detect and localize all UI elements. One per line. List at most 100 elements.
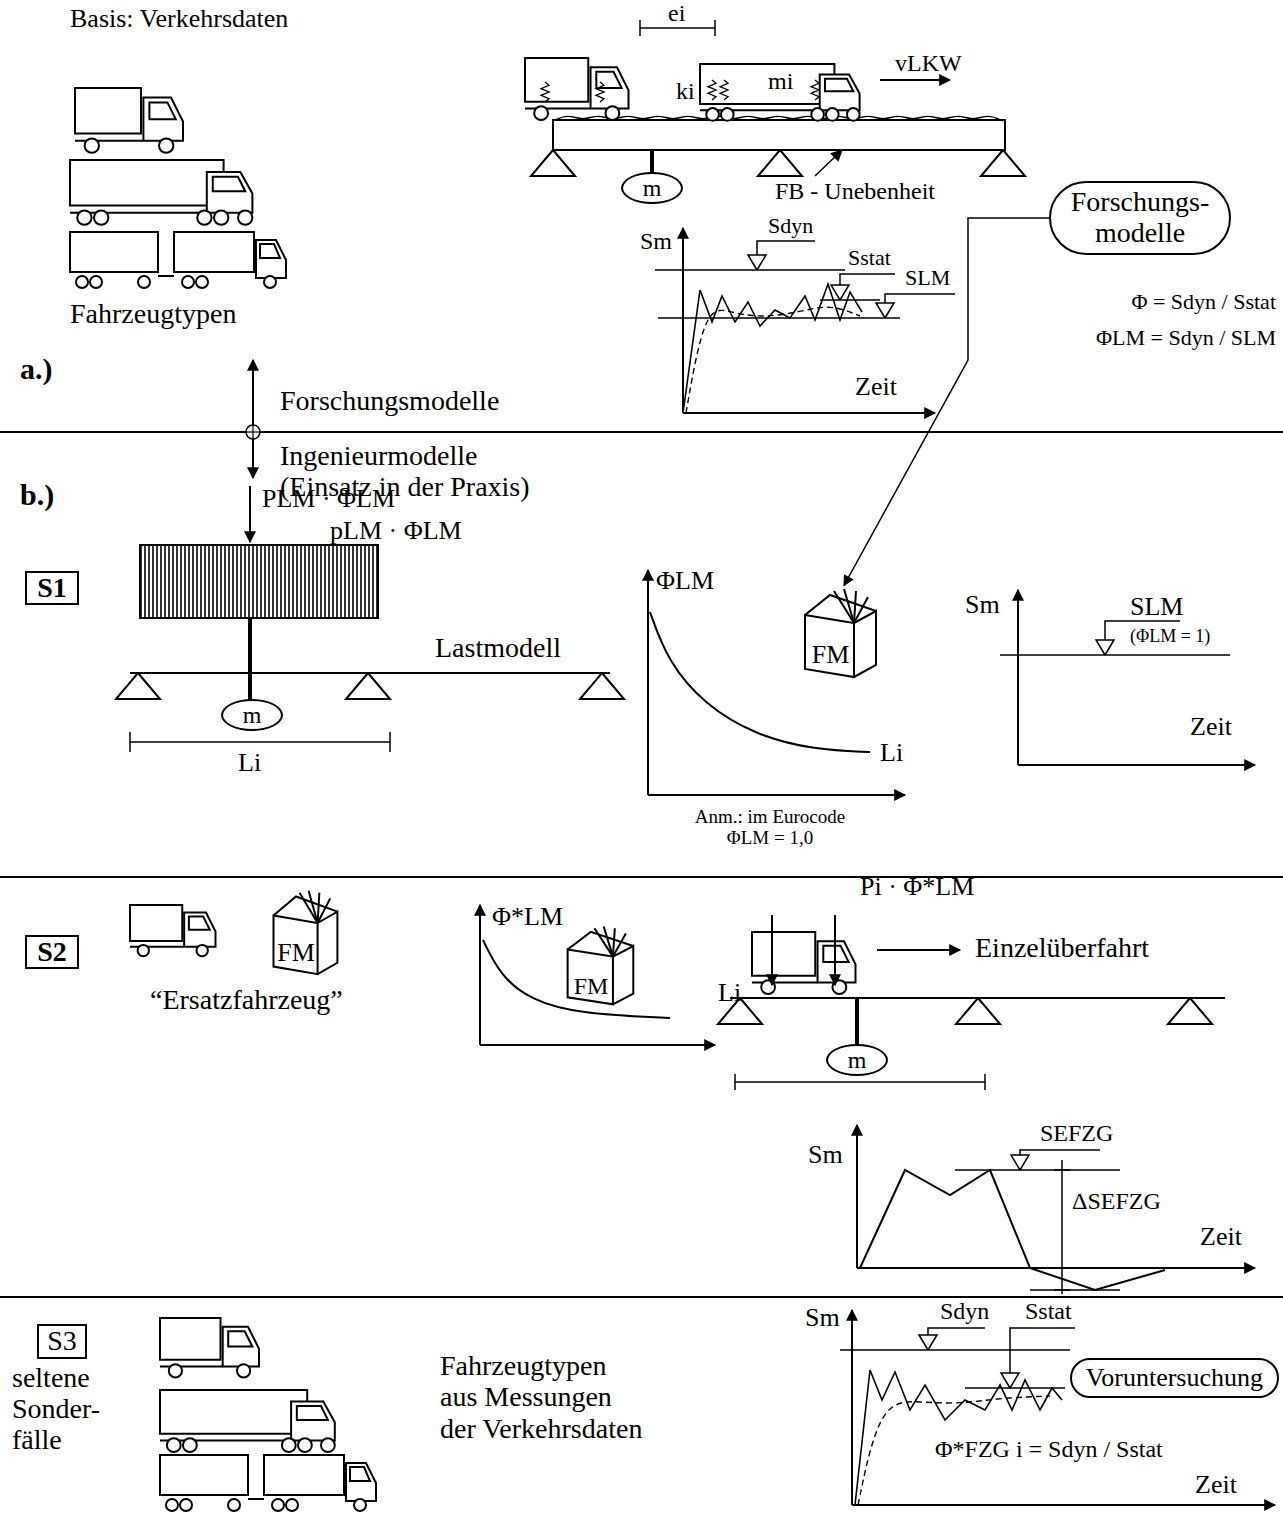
book-line	[300, 893, 318, 923]
axis	[683, 412, 935, 414]
crosshair	[252, 425, 253, 439]
label-text: Φ = Sdyn / Sstat	[1131, 290, 1276, 315]
book-line	[604, 927, 613, 957]
wheel	[354, 1499, 366, 1511]
truck-part	[248, 1498, 264, 1500]
book-line	[274, 896, 338, 915]
truck-part	[149, 102, 175, 119]
level-mark	[1011, 1155, 1029, 1170]
wheel	[94, 210, 108, 224]
factor-curve	[483, 940, 670, 1018]
truck-icon	[160, 1390, 335, 1452]
node-text: m	[243, 702, 262, 728]
wheel	[138, 276, 150, 288]
label-text: PLM · ΦLM	[262, 484, 395, 513]
label-text: a.)	[20, 352, 53, 386]
truck-part	[346, 1463, 376, 1501]
truck-icon	[130, 905, 216, 956]
wheel	[214, 210, 228, 224]
support	[531, 150, 575, 176]
axis	[480, 1044, 715, 1046]
book-line	[834, 591, 854, 623]
spring	[541, 82, 549, 102]
rounded-box: Voruntersuchung	[1070, 1358, 1279, 1399]
support	[116, 673, 160, 699]
node-text: Forschungs-modelle	[1065, 187, 1215, 249]
label-text: Zeit	[1190, 712, 1232, 741]
label-text: Sstat	[848, 246, 891, 271]
truck-part	[596, 72, 621, 88]
wheel	[182, 276, 194, 288]
node-text: FM	[273, 939, 319, 968]
wheel	[90, 276, 102, 288]
label-text: Li	[718, 978, 741, 1007]
label-text: Li	[880, 738, 903, 767]
level-line	[658, 317, 900, 319]
label-text: SLM	[905, 266, 950, 291]
dimension-tick	[984, 1074, 986, 1090]
dimension	[640, 27, 715, 29]
label-text: ei	[668, 0, 685, 27]
label-text: ΦLM = Sdyn / SLM	[1096, 326, 1276, 351]
truck-icon	[700, 64, 860, 121]
node-text: m	[848, 1047, 867, 1073]
truck-part	[228, 1331, 252, 1346]
truck-part	[260, 244, 280, 258]
truck-part	[820, 75, 860, 111]
label-text: Φ*FZG i = Sdyn / Sstat	[935, 1436, 1163, 1463]
distributed-load	[140, 545, 378, 618]
level-mark	[1096, 640, 1114, 655]
label-text: Li	[238, 748, 261, 777]
label-text: ΦLM	[656, 566, 714, 595]
separator	[0, 431, 1283, 433]
label-text: Sm	[640, 228, 672, 255]
spring	[596, 82, 604, 102]
truck-part	[291, 1402, 335, 1441]
book-line	[613, 934, 626, 957]
support	[981, 150, 1025, 176]
book-line	[805, 595, 876, 615]
wheel	[272, 1499, 284, 1511]
pointer	[815, 150, 842, 176]
leader	[928, 1328, 985, 1335]
book-line	[318, 912, 338, 975]
wheel	[197, 945, 208, 956]
bridge-beam	[553, 120, 1005, 150]
spring	[720, 80, 728, 100]
wheel	[167, 1438, 181, 1452]
wheel	[77, 210, 91, 224]
leader	[885, 294, 955, 303]
dynamic-response	[683, 284, 862, 413]
axis	[648, 794, 905, 796]
wheel	[76, 276, 88, 288]
direction-arrow	[252, 360, 254, 432]
label-text: Pi · Φ*LM	[860, 872, 974, 901]
level-line	[655, 269, 845, 271]
axis	[647, 570, 649, 795]
axis	[857, 1267, 1255, 1269]
axis	[1018, 764, 1255, 766]
book-line	[318, 898, 331, 923]
book-icon: FM	[800, 585, 880, 680]
level-mark	[919, 1335, 937, 1350]
truck-part	[350, 1467, 370, 1481]
book-line	[854, 597, 868, 623]
node-text: S1	[37, 572, 67, 603]
axis	[852, 1504, 1275, 1506]
separator	[0, 876, 1283, 878]
truck-part	[256, 240, 286, 278]
wheel	[166, 1499, 178, 1511]
label-text: b.)	[20, 478, 54, 512]
label-text: Sm	[808, 1140, 843, 1169]
node-text: S2	[37, 936, 67, 967]
velocity-arrow	[880, 79, 950, 81]
book-icon: FM	[269, 887, 341, 977]
label-text: Φ*LM	[492, 902, 563, 931]
section-box: S3seltene Sonder-fälle	[12, 1324, 112, 1455]
truck-part	[184, 913, 215, 947]
static-response	[686, 307, 860, 413]
truck-body	[752, 932, 815, 976]
truck-body	[70, 160, 224, 206]
wheel	[264, 276, 276, 288]
label-text: “Ersatzfahrzeug”	[150, 984, 343, 1015]
